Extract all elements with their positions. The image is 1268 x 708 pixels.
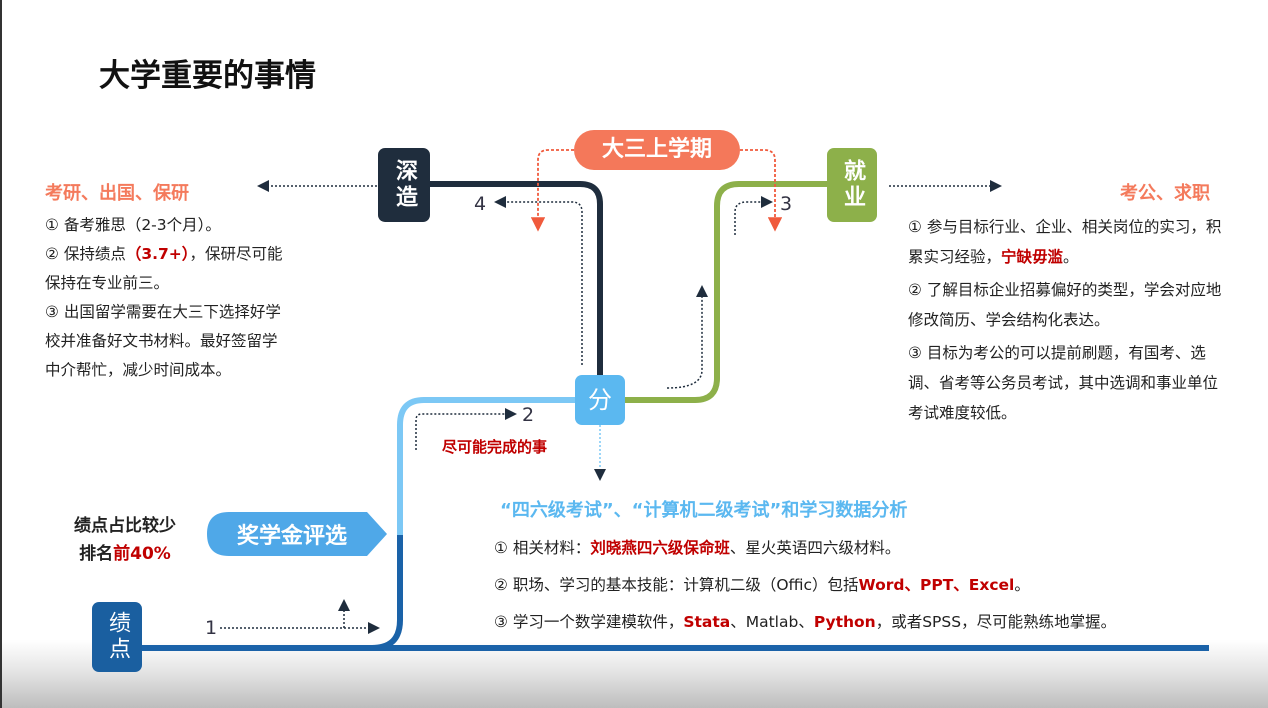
red-arrow-right (740, 149, 783, 232)
arrow-3b (734, 196, 773, 235)
arrow-4 (494, 196, 583, 365)
node-fen: 分 (575, 375, 625, 425)
node-jidian-label: 绩点 (105, 611, 130, 663)
node-shenzao-label: 深造 (392, 159, 417, 211)
step-2: 2 (522, 404, 535, 426)
step-4: 4 (474, 193, 487, 215)
step-3: 3 (780, 193, 793, 215)
middle-point-2: ② 职场、学习的基本技能：计算机二级（Offic）包括Word、PPT、Exce… (494, 567, 1116, 604)
left-point-1: ① 备考雅思（2-3个月）。 (45, 216, 221, 234)
path-navy (430, 181, 603, 377)
arrow-3 (666, 285, 708, 389)
text: 。 (1063, 248, 1079, 266)
step-1: 1 (205, 617, 218, 639)
right-points: ① 参与目标行业、企业、相关岗位的实习，积累实习经验，宁缺毋滥。 ② 了解目标企… (908, 212, 1228, 428)
left-heading: 考研、出国、保研 (45, 183, 189, 204)
text: ，保研尽可能保持在专业前三。 (45, 245, 283, 292)
page-title: 大学重要的事情 (99, 58, 316, 94)
path-green (624, 181, 828, 403)
text: ③ 学习一个数学建模软件， (494, 613, 684, 631)
text: 、星火英语四六级材料。 (729, 539, 901, 557)
text: ① 相关材料： (494, 539, 591, 557)
highlight: 宁缺毋滥 (1001, 248, 1064, 266)
node-scholarship: 奖学金评选 (236, 524, 347, 549)
node-shenzao: 深造 (378, 148, 430, 222)
path-lightblue (397, 397, 577, 535)
middle-points: ① 相关材料：刘晓燕四六级保命班、星火英语四六级材料。 ② 职场、学习的基本技能… (494, 530, 1116, 641)
node-jidian: 绩点 (92, 602, 142, 672)
text: 、Matlab、 (730, 613, 814, 631)
gpa-note: 绩点占比较少 排名前40% (60, 512, 190, 568)
gpa-highlight: （3.7+） (125, 245, 190, 263)
text: ② 职场、学习的基本技能：计算机二级（Offic）包括 (494, 576, 859, 594)
node-jiuye-label: 就业 (840, 159, 865, 211)
text: 。 (1014, 576, 1030, 594)
highlight: Python (813, 613, 876, 631)
left-point-2: ② 保持绩点（3.7+），保研尽可能保持在专业前三。 (45, 240, 285, 298)
right-point-3: ③ 目标为考公的可以提前刷题，有国考、选调、省考等公务员考试，其中选调和事业单位… (908, 344, 1219, 422)
middle-point-3: ③ 学习一个数学建模软件，Stata、Matlab、Python，或者SPSS，… (494, 604, 1116, 641)
highlight: 前40% (113, 544, 171, 564)
middle-heading: “四六级考试”、“计算机二级考试”和学习数据分析 (500, 500, 908, 521)
left-point-3: ③ 出国留学需要在大三下选择好学校并准备好文书材料。最好签留学中介帮忙，减少时间… (45, 303, 281, 379)
path-blue-up (371, 535, 403, 651)
text: ，或者SPSS，尽可能熟练地掌握。 (875, 613, 1117, 631)
right-point-1: ① 参与目标行业、企业、相关岗位的实习，积累实习经验，宁缺毋滥。 (908, 212, 1228, 272)
highlight: Word、PPT、Excel (858, 576, 1015, 594)
text: ① 参与目标行业、企业、相关岗位的实习，积累实习经验， (908, 218, 1222, 266)
right-point-2: ② 了解目标企业招募偏好的类型，学会对应地修改简历、学会结构化表达。 (908, 281, 1222, 329)
scholarship-pill-shape (207, 512, 387, 556)
middle-point-1: ① 相关材料：刘晓燕四六级保命班、星火英语四六级材料。 (494, 530, 1116, 567)
node-jiuye: 就业 (827, 148, 877, 222)
red-arrow-left (530, 149, 574, 232)
text: ② 保持绩点 (45, 245, 126, 263)
node-dasan-label: 大三上学期 (601, 137, 712, 162)
highlight: 刘晓燕四六级保命班 (590, 539, 730, 557)
node-fen-label: 分 (588, 386, 612, 414)
highlight: Stata (683, 613, 731, 631)
text: 排名 (79, 544, 114, 564)
node-dasan: 大三上学期 (574, 130, 740, 170)
gpa-note-line1: 绩点占比较少 (74, 516, 176, 536)
gpa-note-line2: 排名前40% (60, 540, 190, 568)
left-points: ① 备考雅思（2-3个月）。 ② 保持绩点（3.7+），保研尽可能保持在专业前三… (45, 211, 285, 385)
must-do-label: 尽可能完成的事 (442, 438, 548, 456)
right-heading: 考公、求职 (1120, 183, 1210, 204)
